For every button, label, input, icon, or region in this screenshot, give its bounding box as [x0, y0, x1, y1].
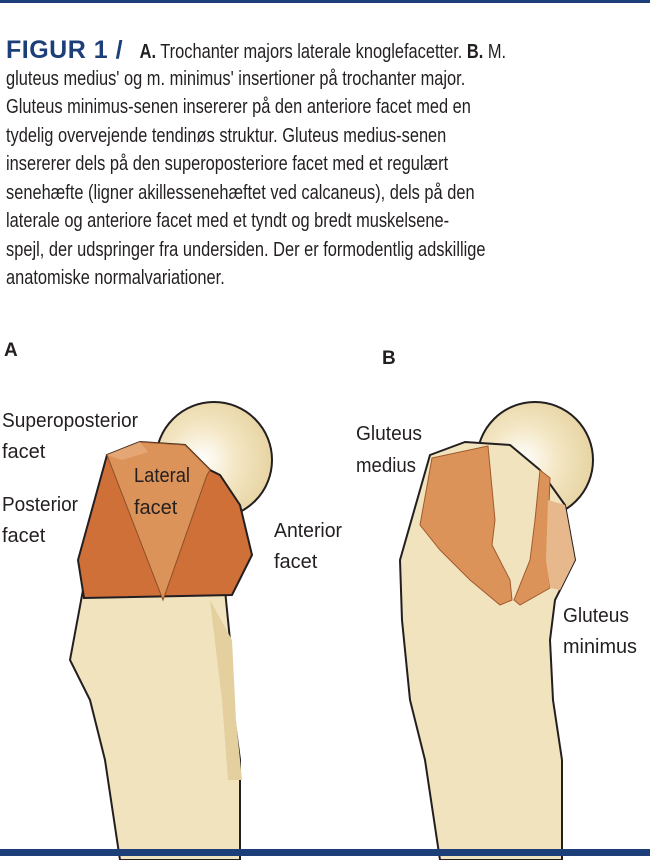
caption-line: anatomiske normalvariationer.	[6, 266, 225, 289]
superoposterior-facet	[107, 442, 148, 460]
femur-b	[398, 401, 594, 860]
caption-text: Trochanter majors laterale knoglefacette…	[160, 40, 463, 63]
caption-line: FIGUR 1 / A. Trochanter majors laterale k…	[6, 36, 646, 65]
part-a-label: A.	[139, 40, 157, 63]
femur-a	[68, 401, 273, 860]
panel-a-label: A	[4, 340, 18, 361]
part-b-label: B.	[466, 40, 484, 63]
top-rule	[0, 0, 650, 3]
caption-line: senehæfte (ligner akillessenehæftet ved …	[6, 180, 475, 204]
bottom-rule	[0, 849, 650, 856]
figure-label: FIGUR 1 /	[6, 36, 124, 64]
gluteus-medius-insertion	[419, 445, 513, 606]
panel-b-label: B	[382, 348, 396, 369]
gluteus-minimus-insertion	[546, 500, 575, 590]
caption-line: gluteus medius' og m. minimus' insertion…	[6, 66, 466, 90]
caption-text: M.	[487, 40, 507, 63]
caption-line: tydelig overvejende tendinøs struktur. G…	[6, 123, 447, 147]
shaft-shade-a	[210, 600, 242, 780]
caption-line: spejl, der udspringer fra undersiden. De…	[6, 237, 486, 261]
figure-caption: FIGUR 1 / A. Trochanter majors laterale k…	[6, 36, 650, 293]
femur-shaft-a	[68, 589, 241, 860]
caption-line: insererer dels på den superoposteriore f…	[6, 152, 449, 175]
caption-line: laterale og anteriore facet med et tyndt…	[6, 209, 450, 232]
caption-line: Gluteus minimus-senen insererer på den a…	[6, 95, 471, 118]
